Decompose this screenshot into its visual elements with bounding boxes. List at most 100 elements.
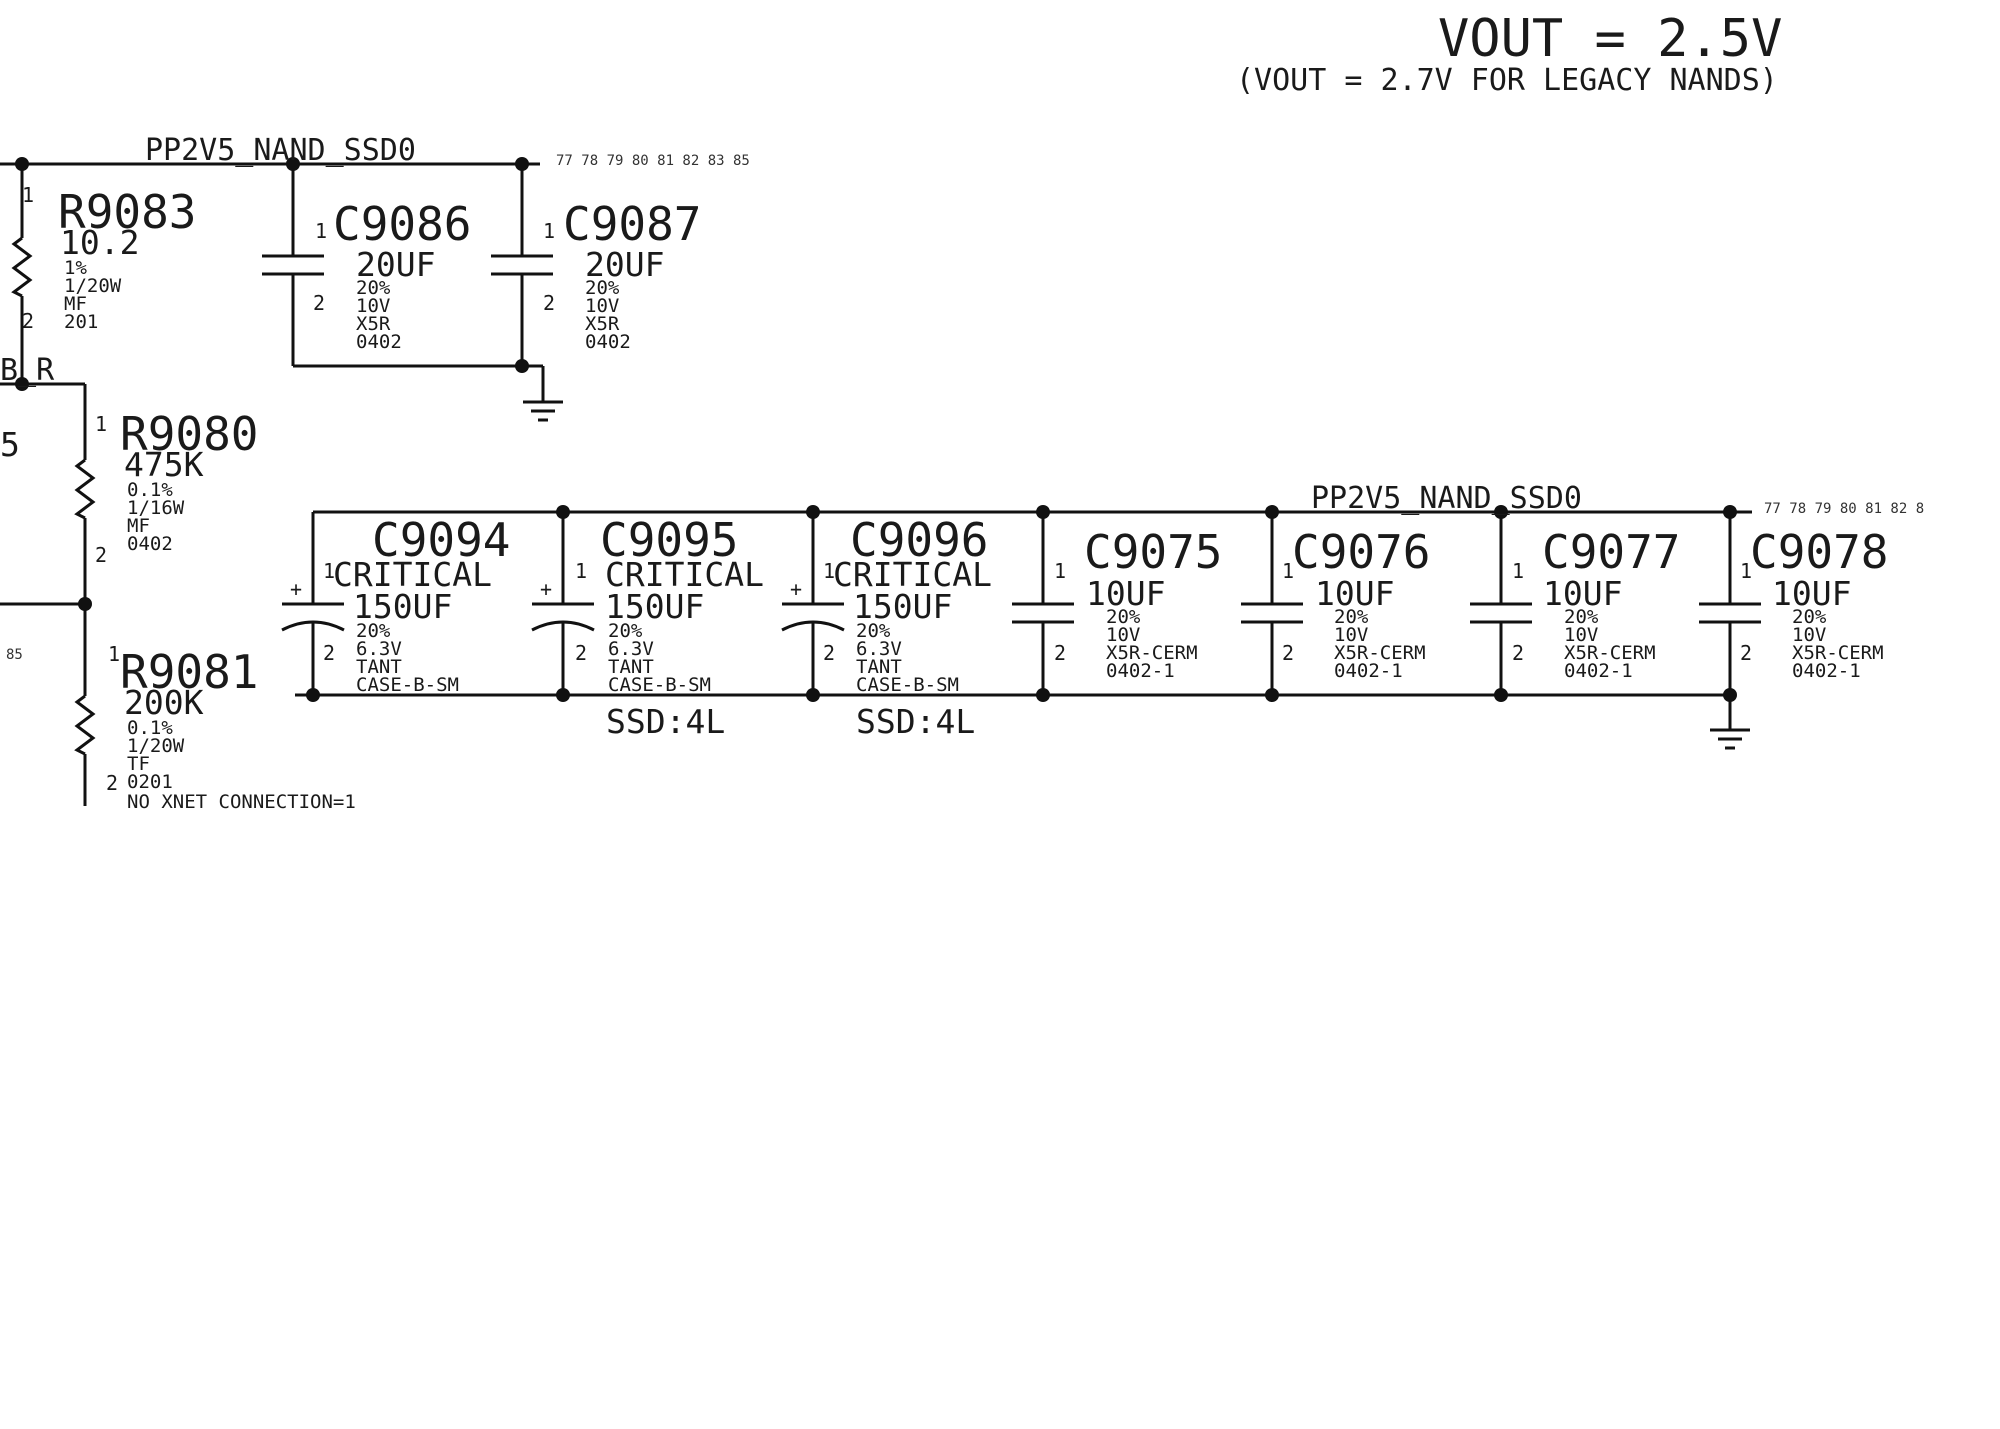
svg-text:2: 2	[543, 291, 555, 315]
svg-text:0.1%: 0.1%	[127, 479, 173, 501]
svg-text:CASE-B-SM: CASE-B-SM	[608, 674, 711, 696]
svg-text:X5R-CERM: X5R-CERM	[1564, 642, 1656, 664]
svg-text:1: 1	[1512, 559, 1524, 583]
svg-text:1: 1	[823, 559, 835, 583]
svg-text:C9075: C9075	[1084, 525, 1222, 579]
svg-text:1: 1	[95, 412, 107, 436]
svg-text:C9078: C9078	[1750, 525, 1888, 579]
offpage-refs-top: 77 78 79 80 81 82 83 85	[556, 153, 750, 169]
resistor-r9080: 1 2 R9080 475K 0.1% 1/16W MF 0402	[95, 407, 258, 567]
svg-text:10.2: 10.2	[60, 223, 139, 262]
svg-text:TANT: TANT	[856, 656, 902, 678]
svg-text:X5R: X5R	[356, 313, 391, 335]
svg-text:1%: 1%	[64, 257, 87, 279]
svg-text:NO XNET CONNECTION=1: NO XNET CONNECTION=1	[127, 791, 356, 813]
svg-text:X5R-CERM: X5R-CERM	[1792, 642, 1884, 664]
svg-text:20UF: 20UF	[356, 245, 435, 284]
svg-text:150UF: 150UF	[353, 587, 452, 626]
svg-text:X5R-CERM: X5R-CERM	[1106, 642, 1198, 664]
svg-text:200K: 200K	[124, 683, 204, 722]
vout-subtitle: (VOUT = 2.7V FOR LEGACY NANDS)	[1236, 63, 1778, 98]
svg-text:10UF: 10UF	[1086, 574, 1165, 613]
svg-text:C9086: C9086	[333, 197, 471, 251]
svg-text:2: 2	[106, 771, 118, 795]
capacitor-c9076: 1 2 C9076 10UF 20% 10V X5R-CERM 0402-1	[1241, 512, 1430, 695]
svg-text:0.1%: 0.1%	[127, 717, 173, 739]
svg-text:C9095: C9095	[600, 513, 738, 567]
svg-text:1: 1	[1740, 559, 1752, 583]
option-ssd4l-c9096: SSD:4L	[856, 702, 975, 741]
net-label-top-rail: PP2V5_NAND_SSD0	[145, 133, 416, 168]
svg-text:2: 2	[323, 641, 335, 665]
resistor-r9083: 1 2 R9083 10.2 1% 1/20W MF 201	[22, 183, 196, 333]
svg-text:TANT: TANT	[608, 656, 654, 678]
svg-text:2: 2	[1282, 641, 1294, 665]
svg-text:+: +	[790, 577, 802, 601]
top-wiring	[0, 162, 563, 806]
svg-text:1: 1	[575, 559, 587, 583]
resistor-r9081: 1 2 R9081 200K 0.1% 1/20W TF 0201 NO XNE…	[106, 642, 356, 813]
net-fragment-value: 5	[0, 425, 20, 464]
svg-text:TF: TF	[127, 753, 150, 775]
svg-text:10V: 10V	[1792, 624, 1826, 646]
svg-text:20%: 20%	[1564, 606, 1599, 628]
net-label-bottom-rail: PP2V5_NAND_SSD0	[1311, 481, 1582, 516]
svg-text:0402-1: 0402-1	[1792, 660, 1861, 682]
svg-text:20%: 20%	[356, 277, 391, 299]
svg-text:1: 1	[543, 219, 555, 243]
svg-text:C9077: C9077	[1542, 525, 1680, 579]
svg-text:20%: 20%	[1106, 606, 1141, 628]
svg-text:CASE-B-SM: CASE-B-SM	[356, 674, 459, 696]
svg-text:10V: 10V	[1564, 624, 1598, 646]
svg-text:150UF: 150UF	[605, 587, 704, 626]
svg-text:+: +	[540, 577, 552, 601]
svg-text:10V: 10V	[1106, 624, 1140, 646]
svg-text:CRITICAL: CRITICAL	[605, 555, 764, 594]
svg-text:201: 201	[64, 311, 98, 333]
capacitor-c9094: + 1 2 C9094 CRITICAL 150UF 20% 6.3V TANT…	[281, 512, 510, 696]
svg-text:C9076: C9076	[1292, 525, 1430, 579]
svg-text:20%: 20%	[608, 620, 643, 642]
svg-text:150UF: 150UF	[853, 587, 952, 626]
top-junctions	[15, 157, 529, 611]
capacitor-c9087: 1 2 C9087 20UF 20% 10V X5R 0402	[543, 197, 701, 353]
svg-text:CASE-B-SM: CASE-B-SM	[856, 674, 959, 696]
svg-text:2: 2	[95, 543, 107, 567]
svg-text:2: 2	[1054, 641, 1066, 665]
offpage-refs-bottom: 77 78 79 80 81 82 8	[1764, 501, 1924, 517]
svg-text:1/16W: 1/16W	[127, 497, 185, 519]
svg-text:1: 1	[315, 219, 327, 243]
svg-text:X5R: X5R	[585, 313, 620, 335]
svg-text:C9094: C9094	[372, 513, 510, 567]
option-ssd4l-c9095: SSD:4L	[606, 702, 725, 741]
svg-text:1/20W: 1/20W	[127, 735, 185, 757]
svg-text:20%: 20%	[856, 620, 891, 642]
svg-text:1: 1	[108, 642, 120, 666]
svg-text:0402-1: 0402-1	[1106, 660, 1175, 682]
svg-text:R9080: R9080	[120, 407, 258, 461]
svg-text:2: 2	[575, 641, 587, 665]
svg-text:10V: 10V	[585, 295, 619, 317]
svg-text:R9081: R9081	[120, 645, 258, 699]
svg-text:R9083: R9083	[58, 185, 196, 239]
svg-text:1: 1	[1054, 559, 1066, 583]
svg-text:0402: 0402	[356, 331, 402, 353]
svg-text:1: 1	[1282, 559, 1294, 583]
capacitor-c9086: 1 2 C9086 20UF 20% 10V X5R 0402	[313, 197, 471, 353]
svg-text:CRITICAL: CRITICAL	[333, 555, 492, 594]
svg-text:0402-1: 0402-1	[1334, 660, 1403, 682]
svg-text:TANT: TANT	[356, 656, 402, 678]
bank-wiring	[295, 510, 1752, 750]
svg-text:2: 2	[1512, 641, 1524, 665]
svg-text:2: 2	[823, 641, 835, 665]
svg-text:20%: 20%	[1792, 606, 1827, 628]
vout-title: VOUT = 2.5V	[1438, 9, 1782, 69]
svg-text:X5R-CERM: X5R-CERM	[1334, 642, 1426, 664]
svg-text:20%: 20%	[585, 277, 620, 299]
svg-text:20%: 20%	[1334, 606, 1369, 628]
svg-text:2: 2	[1740, 641, 1752, 665]
svg-text:CRITICAL: CRITICAL	[833, 555, 992, 594]
svg-text:6.3V: 6.3V	[856, 638, 902, 660]
svg-text:1/20W: 1/20W	[64, 275, 122, 297]
